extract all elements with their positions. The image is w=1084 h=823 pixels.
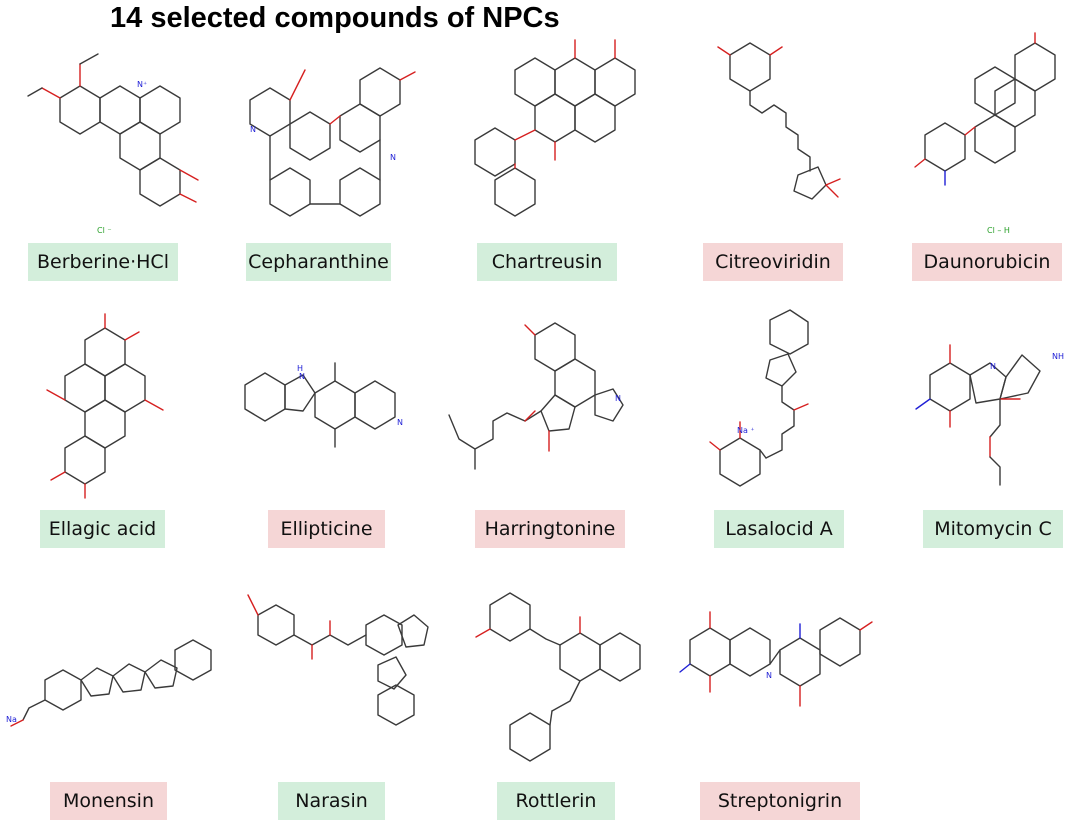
compound-label: Mitomycin C [923,510,1063,548]
svg-text:NH: NH [1052,352,1064,361]
compound-label: Narasin [278,782,385,820]
svg-text:N⁺: N⁺ [137,80,147,89]
svg-text:N: N [390,153,396,162]
structure-harringtonine: N [445,305,645,495]
svg-text:N: N [299,372,305,381]
structure-citreoviridin [700,35,850,225]
structure-streptonigrin: N [679,600,875,770]
compound-label: Harringtonine [475,510,625,548]
compound-label: Citreoviridin [703,243,843,281]
structure-mitomycin: N NH [910,315,1080,495]
svg-text:N: N [250,125,256,134]
structure-daunorubicin [905,32,1075,215]
salt-label: Cl ⁻ [97,226,112,235]
figure-title: 14 selected compounds of NPCs [110,2,560,34]
compound-label: Monensin [50,782,167,820]
structure-berberine: N⁺ [20,40,210,210]
compound-label: Ellagic acid [40,510,165,548]
compound-label: Daunorubicin [912,243,1062,281]
structure-monensin [5,620,220,740]
berberine-svg: N⁺ [27,53,199,207]
salt-label: Na [6,715,17,724]
structure-ellagic-acid [25,310,195,500]
compound-label: Streptonigrin [700,782,860,820]
structure-narasin [228,585,443,765]
svg-text:N: N [615,394,621,403]
svg-text:N: N [397,418,403,427]
compound-label: Berberine·HCl [28,243,178,281]
structure-cepharanthine: N N [230,40,430,220]
structure-rottlerin [460,585,660,765]
compound-label: Chartreusin [477,243,617,281]
svg-text:H: H [297,364,303,373]
structure-ellipticine: H N N [235,345,415,465]
salt-label: Cl – H [987,226,1010,235]
compound-label: Ellipticine [268,510,385,548]
svg-text:N: N [990,362,996,371]
structure-lasalocid [709,309,850,500]
compound-label: Lasalocid A [714,510,844,548]
compound-label: Cepharanthine [246,243,391,281]
compound-label: Rottlerin [497,782,615,820]
svg-text:N: N [766,671,772,680]
structure-chartreusin [455,30,665,230]
salt-label: Na ⁺ [737,426,755,435]
